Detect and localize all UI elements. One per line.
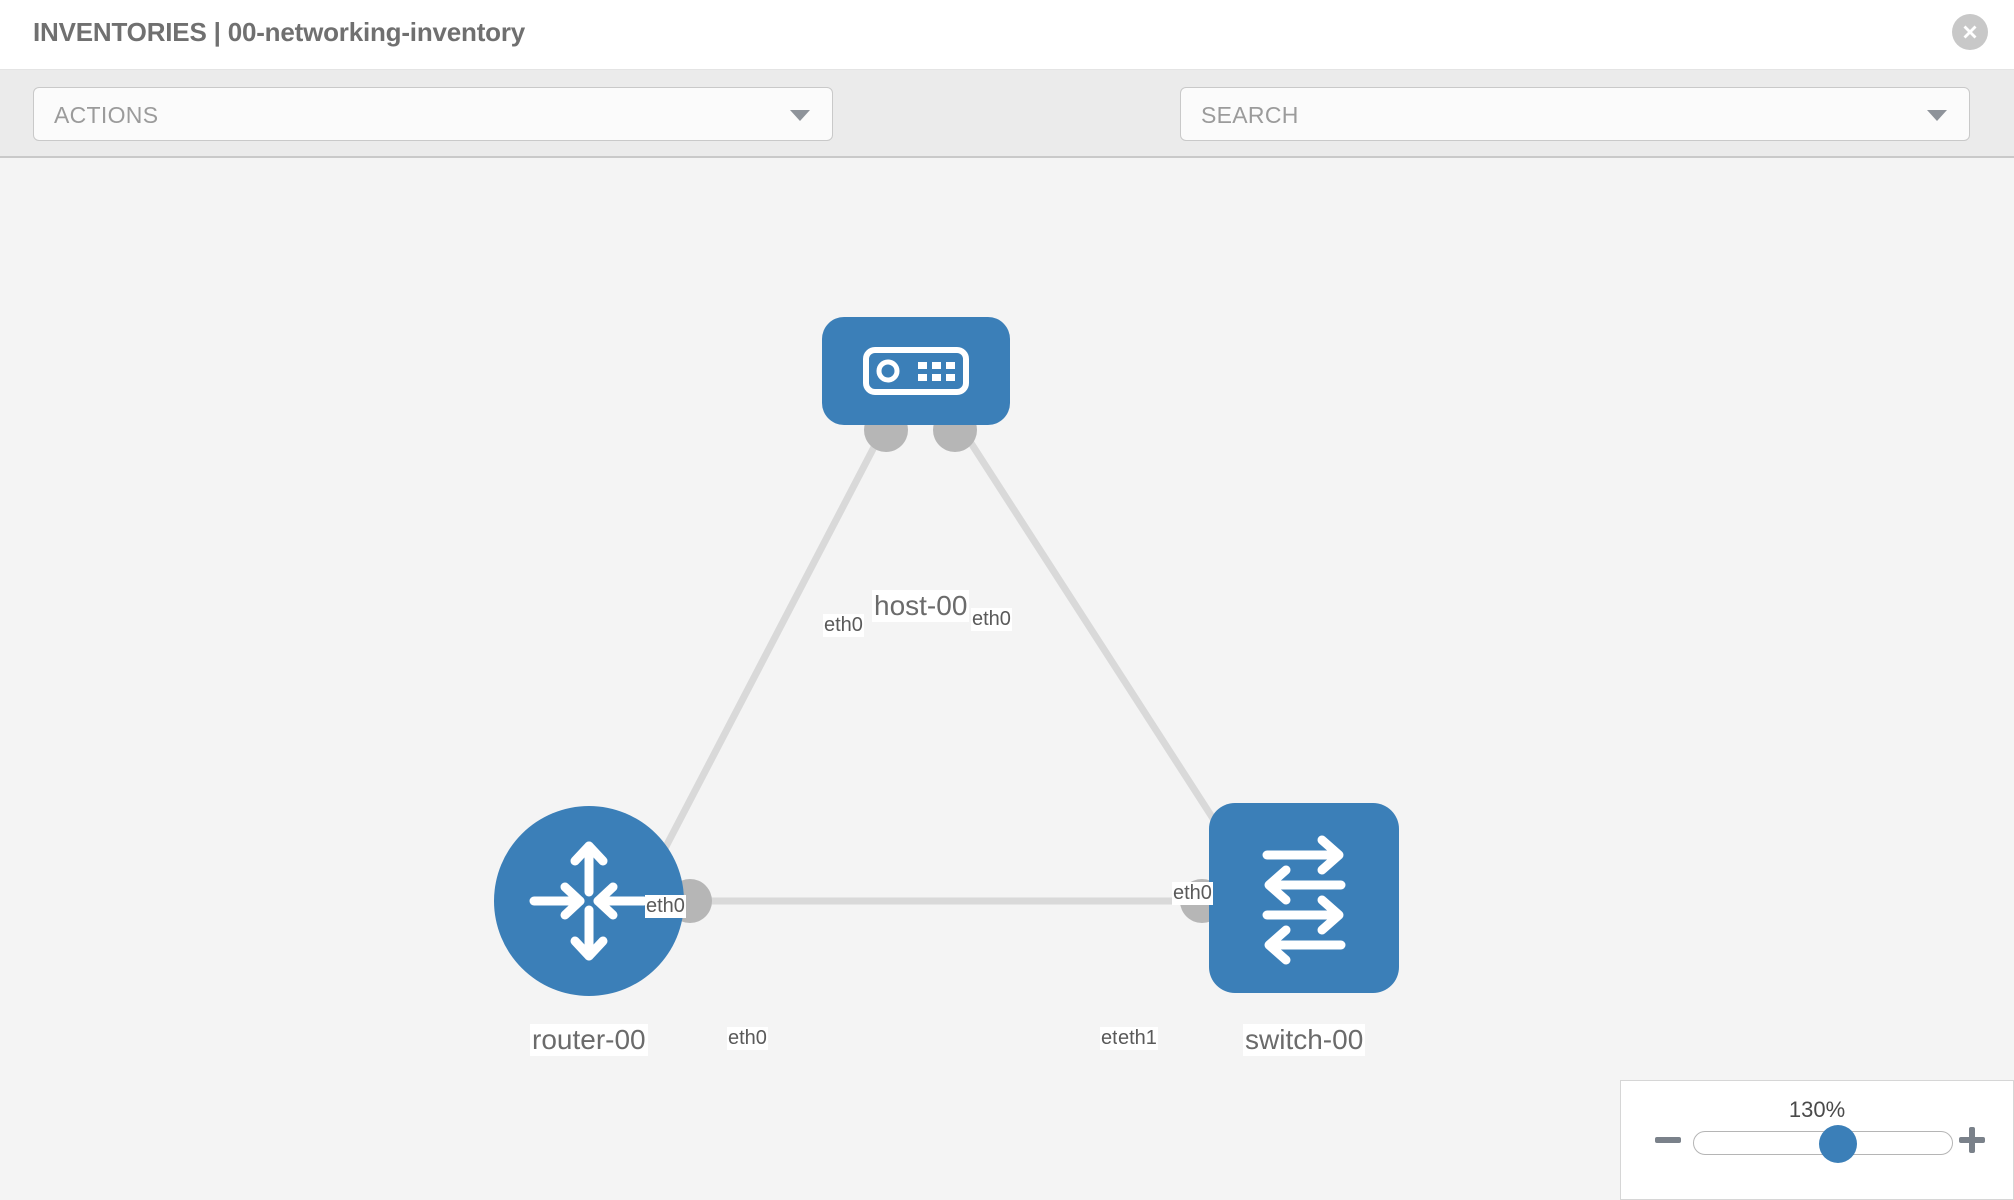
interface-label-router-right: eth0 [727,1027,768,1050]
node-host-00[interactable] [822,317,1010,425]
interface-label-switch-uplink: eth0 [1172,882,1213,905]
page-header: INVENTORIES | 00-networking-inventory [0,0,2014,70]
interface-label-switch-left-over: eth1 [1117,1027,1158,1050]
chevron-down-icon [1927,110,1947,121]
chevron-down-icon [790,110,810,121]
topology-canvas[interactable]: host-00 router-00 switch-00 eth0 eth0 et… [0,158,2014,1200]
interface-label-host-left: eth0 [823,614,864,637]
zoom-slider[interactable] [1693,1125,1953,1163]
actions-dropdown[interactable]: ACTIONS [33,87,833,141]
actions-dropdown-label: ACTIONS [54,102,159,128]
router-arrows-icon [529,841,649,961]
topology-toolbar: ACTIONS SEARCH [0,70,2014,206]
page-title: INVENTORIES | 00-networking-inventory [33,17,526,47]
server-icon [863,347,969,395]
zoom-slider-thumb[interactable] [1819,1125,1857,1163]
node-label-router-00: router-00 [530,1024,648,1056]
zoom-in-button[interactable] [1957,1125,1987,1160]
topology-links [656,408,1254,923]
interface-label-host-right: eth0 [971,608,1012,631]
zoom-control-panel: 130% [1620,1080,2014,1200]
search-placeholder: SEARCH [1201,102,1299,128]
node-label-switch-00: switch-00 [1243,1024,1366,1056]
search-input[interactable]: SEARCH [1180,87,1970,141]
close-icon[interactable] [1952,14,1988,50]
link-host-switch[interactable] [957,424,1235,850]
zoom-level-value: 130% [1788,1097,1846,1122]
link-host-router[interactable] [656,424,889,860]
interface-label-router-uplink: eth0 [645,895,686,918]
node-label-host-00: host-00 [872,590,970,622]
node-switch-00[interactable] [1209,803,1399,993]
switch-arrows-icon [1262,835,1346,965]
zoom-out-button[interactable] [1653,1125,1683,1160]
